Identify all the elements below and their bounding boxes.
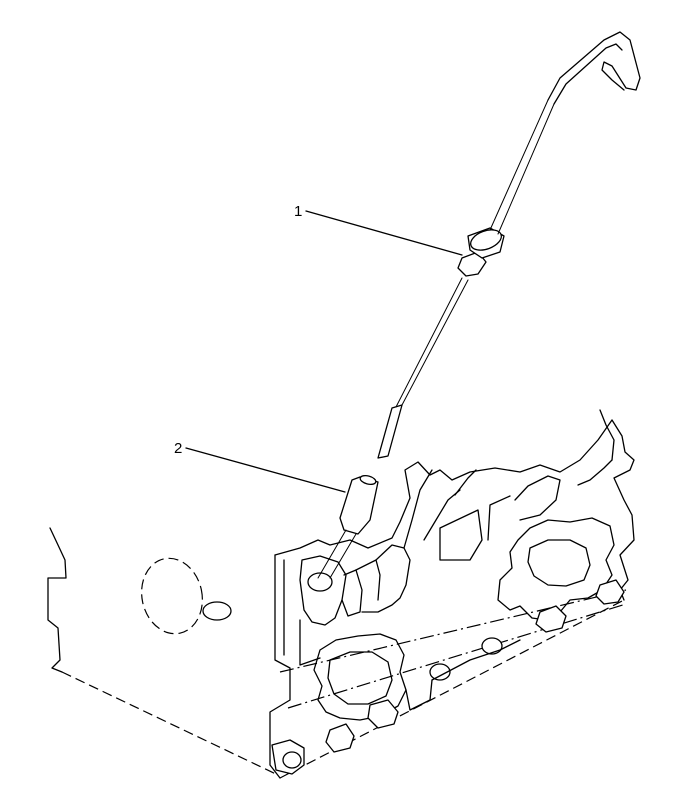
- small-port: [202, 601, 232, 621]
- bolt-boss-7: [595, 579, 625, 605]
- leader-line-2: [185, 447, 346, 493]
- bolt-boss-3: [367, 699, 399, 729]
- bolt-boss-4: [429, 663, 451, 681]
- engine-block-left: [47, 527, 279, 776]
- cylinder-bore-right: [497, 517, 615, 621]
- cylinder-bore-left: [313, 633, 407, 721]
- bolt-boss-5: [481, 637, 503, 655]
- dipstick-tube: [317, 474, 379, 579]
- leader-line-1: [305, 210, 463, 256]
- dipstick: [377, 31, 641, 459]
- callout-label-1: 1: [294, 203, 303, 220]
- callout-label-2: 2: [174, 440, 183, 457]
- hidden-port-outline: [141, 557, 203, 635]
- engine-block-right: [269, 409, 635, 779]
- dipstick-hole: [307, 572, 333, 592]
- bolt-boss-2: [325, 723, 355, 753]
- bolt-boss-6: [535, 605, 567, 633]
